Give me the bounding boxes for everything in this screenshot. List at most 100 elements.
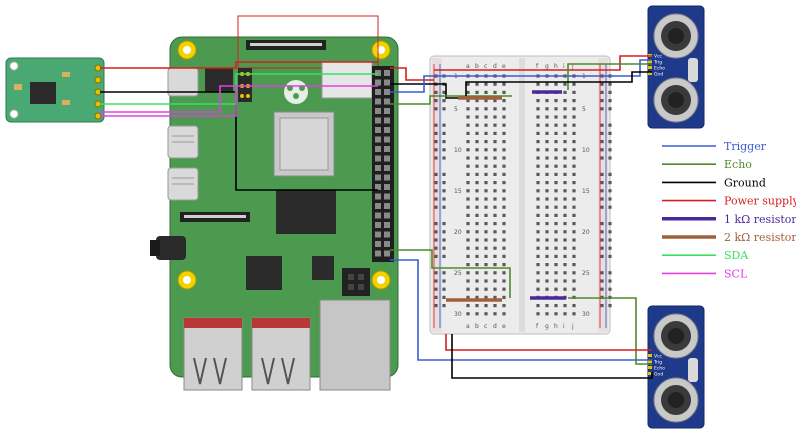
rail-hole [442,131,446,135]
wire-pi-power [390,67,434,81]
breadboard-hole [493,123,497,127]
legend-label: 1 kΩ resistor [724,213,796,226]
rail-hole [434,271,438,275]
breadboard-column-letter: j [571,63,574,70]
sensor-pin-label: Echo [654,366,665,372]
breadboard-hole [545,123,549,127]
breadboard-hole [466,140,470,144]
breadboard-hole [493,279,497,283]
breadboard-hole [466,115,470,119]
legend-label: Trigger [724,140,767,153]
rail-hole [608,222,612,226]
breadboard-hole [563,254,567,258]
legend-item: 1 kΩ resistor [662,213,796,226]
breadboard-hole [554,140,558,144]
rail-hole [434,189,438,193]
gpio-pin [384,98,390,105]
breadboard-hole [572,246,576,250]
rail-hole [442,123,446,127]
gpio-pin [375,193,381,200]
breadboard-hole [572,131,576,135]
breadboard-hole [484,140,488,144]
rail-hole [600,205,604,209]
breadboard-hole [475,263,479,267]
breadboard-hole [554,148,558,152]
breadboard-hole [502,99,506,103]
breadboard-hole [572,99,576,103]
breadboard-hole [554,131,558,135]
gpio-pin [384,136,390,143]
breadboard-hole [572,279,576,283]
wire-imu-scl [100,85,378,117]
gpio-pin [384,231,390,238]
breadboard-hole [475,172,479,176]
wire-bottom-sensor-vcc [445,334,652,351]
breadboard-row-number: 25 [454,270,462,277]
rail-hole [434,230,438,234]
rail-hole [608,140,612,144]
breadboard-hole [563,181,567,185]
breadboard-hole [572,205,576,209]
legend-label: 2 kΩ resistor [724,231,796,244]
breadboard-hole [536,197,540,201]
breadboard-hole [475,246,479,250]
gpio-pin [384,79,390,86]
breadboard-hole [572,140,576,144]
rail-hole [442,156,446,160]
breadboard-hole [572,164,576,168]
breadboard-row-number: 30 [582,311,590,318]
breadboard-hole [502,148,506,152]
breadboard-hole [572,148,576,152]
sensor-pin-label: Vcc [654,54,663,60]
breadboard-hole [475,312,479,316]
breadboard-hole [484,131,488,135]
rail-hole [442,246,446,250]
breadboard-hole [484,148,488,152]
rail-hole [608,254,612,258]
rail-hole [434,131,438,135]
breadboard-hole [475,115,479,119]
wire-pi-ground [390,83,466,99]
breadboard-hole [466,254,470,258]
breadboard-hole [484,279,488,283]
breadboard-hole [484,312,488,316]
gpio-pin [384,155,390,162]
rail-hole [600,148,604,152]
breadboard-hole [502,82,506,86]
breadboard-hole [502,304,506,308]
breadboard-hole [563,172,567,176]
gpio-pin [375,136,381,143]
breadboard-hole [493,222,497,226]
breadboard-hole [572,90,576,94]
breadboard-hole [572,287,576,291]
rail-hole [600,90,604,94]
breadboard-hole [572,107,576,111]
breadboard-row-number: 15 [454,188,462,195]
breadboard-hole [466,230,470,234]
breadboard-hole [484,287,488,291]
rail-hole [442,222,446,226]
breadboard-hole [484,230,488,234]
breadboard-row-number: 10 [454,147,462,154]
gpio-pin [384,212,390,219]
breadboard-hole [545,140,549,144]
wire-imu-ground [100,91,378,191]
breadboard-hole [502,246,506,250]
rail-hole [608,131,612,135]
breadboard-hole [475,271,479,275]
breadboard-hole [493,172,497,176]
breadboard-column-letter: j [571,323,574,330]
rail-hole [608,99,612,103]
breadboard-hole [493,263,497,267]
breadboard-hole [563,287,567,291]
breadboard-hole [475,254,479,258]
breadboard-hole [563,107,567,111]
breadboard-hole [545,197,549,201]
breadboard-hole [536,263,540,267]
breadboard-hole [484,115,488,119]
breadboard-hole [536,230,540,234]
breadboard-hole [545,107,549,111]
rail-hole [608,82,612,86]
breadboard-hole [536,271,540,275]
breadboard-hole [502,213,506,217]
